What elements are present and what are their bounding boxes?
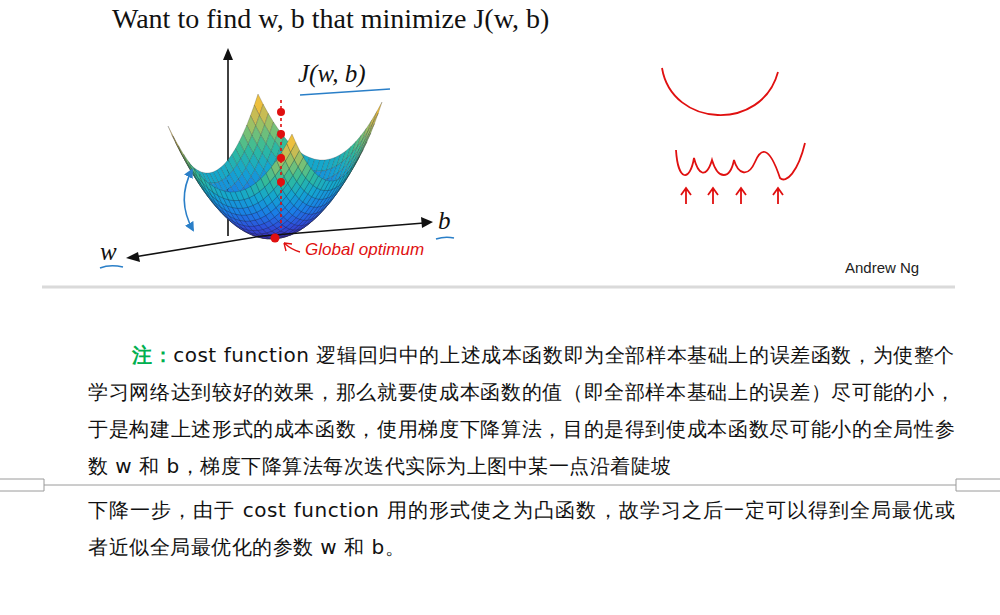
slide-separator (42, 286, 955, 289)
w-axis (126, 236, 262, 262)
convexity-sketch (662, 68, 805, 204)
author-credit: Andrew Ng (845, 259, 919, 276)
b-axis (262, 217, 433, 236)
note-marker: 注： (132, 343, 173, 367)
note-paragraph: 注：cost function 逻辑回归中的上述成本函数即为全部样本基础上的误差… (88, 337, 955, 485)
page-break (0, 479, 1000, 491)
height-arrow (184, 170, 193, 230)
axis-label: b (438, 207, 451, 235)
surface-facet (369, 113, 378, 133)
note-paragraph: 下降一步，由于 cost function 用的形式使之为凸函数，故学习之后一定… (88, 492, 955, 566)
note-text: cost function 逻辑回归中的上述成本函数即为全部样本基础上的误差函数… (88, 343, 955, 478)
annotation: Global optimum (305, 240, 424, 260)
surface-facet (184, 154, 193, 170)
optimum-pointer (284, 243, 300, 252)
surface-facet (373, 102, 382, 123)
surface-facet (287, 134, 296, 152)
surface-facet (352, 151, 361, 168)
surface-facet (364, 123, 373, 142)
note-text: 下降一步，由于 cost function 用的形式使之为凸函数，故学习之后一定… (88, 498, 955, 559)
axis-label: w (100, 238, 117, 266)
cost-surface (168, 94, 382, 239)
slide-title: Want to find w, b that minimize J(w, b) (112, 3, 549, 35)
descent-path (271, 100, 286, 243)
function-label: J(w, b) (298, 60, 366, 88)
surface-facet (194, 169, 203, 184)
surface-facet (360, 133, 369, 151)
underline (100, 89, 454, 268)
